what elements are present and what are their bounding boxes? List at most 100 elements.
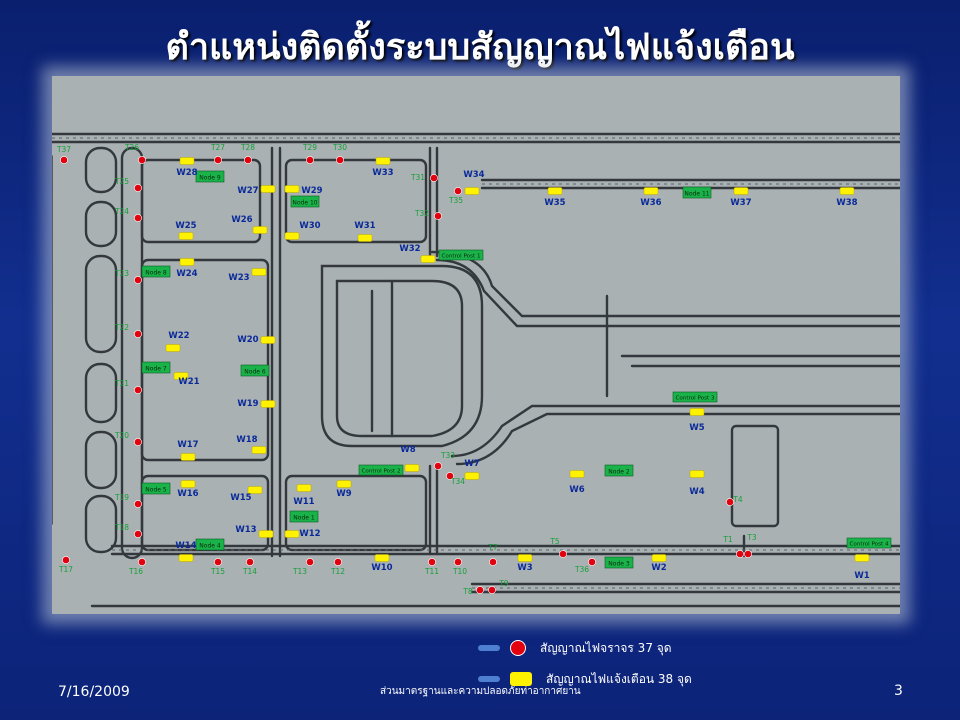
warning-light-marker <box>643 187 659 195</box>
warning-signal: W31 <box>354 221 376 242</box>
warning-light-marker <box>689 470 705 478</box>
warning-signal: W37 <box>730 187 752 208</box>
traffic-light-marker <box>476 586 484 594</box>
warning-light-marker <box>284 530 300 538</box>
traffic-signal: T31 <box>410 173 438 182</box>
warning-signal-label: W28 <box>176 168 197 178</box>
traffic-light-marker <box>246 558 254 566</box>
warning-signal: W16 <box>177 480 199 499</box>
traffic-signal-label: T33 <box>440 451 455 460</box>
warning-light-marker <box>336 480 352 488</box>
traffic-signal: T25 <box>114 177 142 192</box>
warning-signal-label: W13 <box>235 525 256 535</box>
traffic-signal-label: T11 <box>424 567 439 576</box>
control-post-label: Control Post 1 <box>441 253 480 259</box>
traffic-signal-label: T4 <box>732 495 743 504</box>
node-marker: Node 2 <box>604 464 634 477</box>
warning-signal-label: W7 <box>464 459 479 469</box>
traffic-signal-label: T7 <box>487 543 498 552</box>
slide-date: 7/16/2009 <box>58 684 130 700</box>
traffic-signal: T32 <box>414 209 442 220</box>
traffic-light-marker <box>214 156 222 164</box>
warning-light-marker <box>173 372 189 380</box>
loop-left-3 <box>84 254 118 354</box>
warning-light-marker <box>547 187 563 195</box>
control-post-marker: Control Post 2 <box>358 464 404 476</box>
traffic-signal-label: T32 <box>414 209 429 218</box>
warning-light-marker <box>357 234 373 242</box>
traffic-signal-label: T10 <box>452 567 467 576</box>
warning-signal-label: W37 <box>730 198 751 208</box>
node-label: Node 2 <box>608 469 630 476</box>
node-label: Node 11 <box>684 191 709 198</box>
traffic-signal: T4 <box>726 495 743 506</box>
warning-signal: W7 <box>464 459 480 480</box>
node-box <box>195 538 225 551</box>
traffic-signal: T20 <box>114 431 142 446</box>
warning-light-marker <box>839 187 855 195</box>
warning-signal: W5 <box>689 408 705 433</box>
warning-signal-label: W2 <box>651 563 666 573</box>
traffic-signal-label: T3 <box>746 533 757 542</box>
block-w29 <box>284 158 428 244</box>
traffic-signal-label: T1 <box>722 535 733 544</box>
traffic-signal: T10 <box>452 558 467 576</box>
node-marker: Node 7 <box>141 361 171 374</box>
terminal-loop-outer <box>320 264 484 448</box>
block-w28 <box>140 158 262 244</box>
traffic-signal-label: T22 <box>114 323 129 332</box>
warning-signal: W3 <box>517 554 533 573</box>
warning-signal: W20 <box>237 335 276 345</box>
traffic-signal: T37 <box>56 145 71 164</box>
warning-signal-label: W25 <box>175 221 196 231</box>
traffic-light-marker <box>559 550 567 558</box>
warning-signal-label: W36 <box>640 198 661 208</box>
traffic-light-marker <box>434 212 442 220</box>
road-shoulders <box>52 137 900 589</box>
warning-signal: W1 <box>854 554 870 581</box>
warning-light-marker <box>260 336 276 344</box>
node-label: Node 9 <box>199 175 221 182</box>
traffic-light-marker <box>306 558 314 566</box>
traffic-signal-label: T23 <box>114 269 129 278</box>
traffic-signal-label: T13 <box>292 567 307 576</box>
warning-signal: W2 <box>651 554 667 573</box>
node-box <box>682 186 712 199</box>
traffic-signal: T19 <box>114 493 142 508</box>
warning-signal: W10 <box>371 554 393 573</box>
node-label: Node 6 <box>244 369 266 376</box>
traffic-signal-label: T15 <box>210 567 225 576</box>
warning-signal-label: W34 <box>463 170 484 180</box>
warning-light-marker <box>284 185 300 193</box>
traffic-signal-label: T29 <box>302 143 317 152</box>
legend-arrow-icon <box>478 676 500 682</box>
traffic-signal: T9 <box>488 579 509 594</box>
warning-light-marker <box>374 554 390 562</box>
warning-signal-label: W15 <box>230 493 251 503</box>
warning-signal-label: W24 <box>176 269 197 279</box>
control-post-marker: Control Post 1 <box>438 249 484 261</box>
warning-signal: W24 <box>176 258 198 279</box>
traffic-signal-label: T31 <box>410 173 425 182</box>
legend-arrow-icon <box>478 645 500 651</box>
node-box <box>290 195 320 208</box>
node-label: Node 5 <box>145 487 167 494</box>
traffic-signal: T23 <box>114 269 142 284</box>
traffic-signal-label: T8 <box>462 587 473 596</box>
traffic-signal: T35 <box>448 187 463 205</box>
traffic-light-marker <box>134 330 142 338</box>
node-marker: Node 10 <box>290 195 320 208</box>
traffic-signal-label: T24 <box>114 207 129 216</box>
warning-signal: W36 <box>640 187 662 208</box>
warning-signal-label: W10 <box>371 563 392 573</box>
traffic-light-marker <box>138 156 146 164</box>
traffic-light-marker <box>489 558 497 566</box>
traffic-signal-label: T26 <box>124 143 139 152</box>
warning-light-marker <box>260 185 276 193</box>
node-box <box>240 364 270 377</box>
traffic-light-marker <box>488 586 496 594</box>
legend-traffic-label: สัญญาณไฟจราจร 37 จุด <box>540 640 672 655</box>
traffic-light-marker <box>134 386 142 394</box>
traffic-signal: T15 <box>210 558 225 576</box>
